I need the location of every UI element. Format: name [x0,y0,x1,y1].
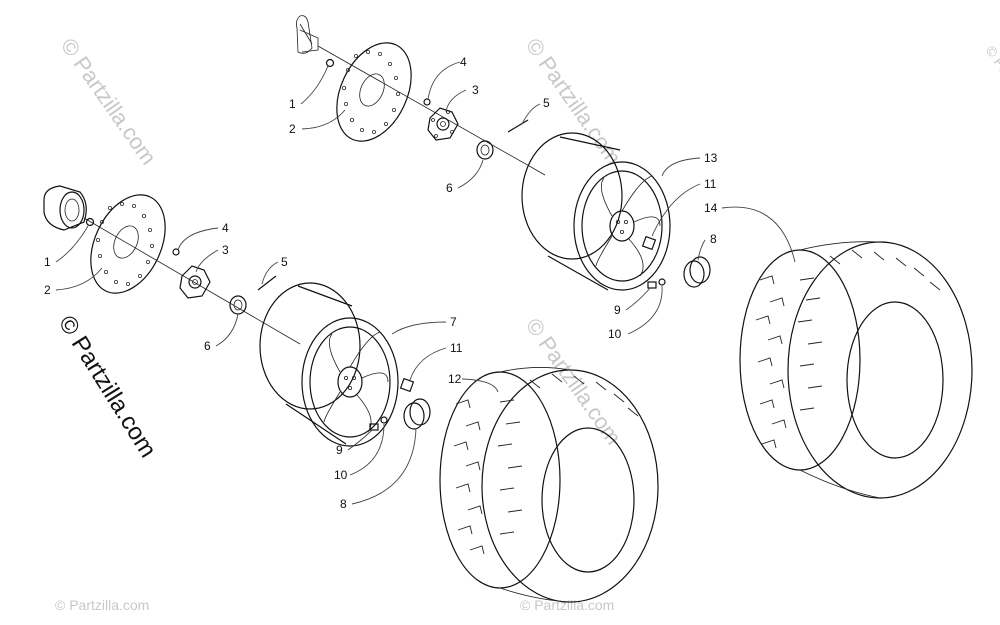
rear-hub [423,98,459,141]
callout-rear-13: 13 [704,151,718,165]
callout-front-6: 6 [204,339,211,353]
callout-rear-10: 10 [608,327,622,341]
rear-axle-stub [296,15,319,54]
callout-rear-1: 1 [289,97,296,111]
rear-brake-disc [336,42,412,142]
callout-front-3: 3 [222,243,229,257]
front-axle-stub [43,185,87,231]
callout-rear-9: 9 [614,303,621,317]
watermark-main: © Partzilla.com [53,311,162,462]
callout-rear-5: 5 [543,96,550,110]
callout-rear-11: 11 [704,177,717,191]
callout-front-1: 1 [44,255,51,269]
front-brake-disc [90,194,166,294]
callout-front-12: 12 [448,372,462,386]
rear-lug-nut [641,235,657,251]
callout-front-5: 5 [281,255,288,269]
callout-front-4: 4 [222,221,229,235]
rear-tire [739,241,973,499]
rear-hub-cap [683,256,711,288]
front-axle-line [83,217,301,345]
front-lug-nut [399,377,415,393]
front-bolt [85,217,95,227]
callout-rear-14: 14 [704,201,718,215]
rear-bolt [325,58,335,68]
callout-front-8: 8 [340,497,347,511]
front-tire [439,367,659,603]
callout-numbers: 1 2 3 4 5 6 8 9 10 11 13 14 1 2 3 4 5 6 … [44,55,718,511]
callout-rear-2: 2 [289,122,296,136]
leader-lines [55,61,796,505]
callout-front-11: 11 [450,341,463,355]
callout-rear-6: 6 [446,181,453,195]
watermark-faint-4: © Partzilla.com [55,597,149,613]
rear-castle-nut [476,140,494,160]
callout-rear-3: 3 [472,83,479,97]
front-valve-stem [369,416,388,431]
front-hub [172,248,211,299]
rear-rim [521,132,671,291]
watermark-faint-6: © Partzilla.com [983,43,1000,129]
watermark-faint-2: © Partzilla.com [521,34,627,170]
callout-front-2: 2 [44,283,51,297]
front-assembly [43,185,659,603]
rear-cotter-pin [507,119,529,133]
watermark-faint-1: © Partzilla.com [56,34,162,170]
rear-valve-stem [647,278,666,289]
callout-front-7: 7 [450,315,457,329]
front-rim [259,282,399,447]
rear-assembly [296,15,973,499]
callout-front-10: 10 [334,468,348,482]
callout-rear-4: 4 [460,55,467,69]
callout-front-9: 9 [336,443,343,457]
callout-rear-8: 8 [710,232,717,246]
rear-axle-line [317,45,546,176]
watermark-faint-5: © Partzilla.com [520,597,614,613]
front-cotter-pin [257,275,277,291]
front-hub-cap [403,398,431,430]
